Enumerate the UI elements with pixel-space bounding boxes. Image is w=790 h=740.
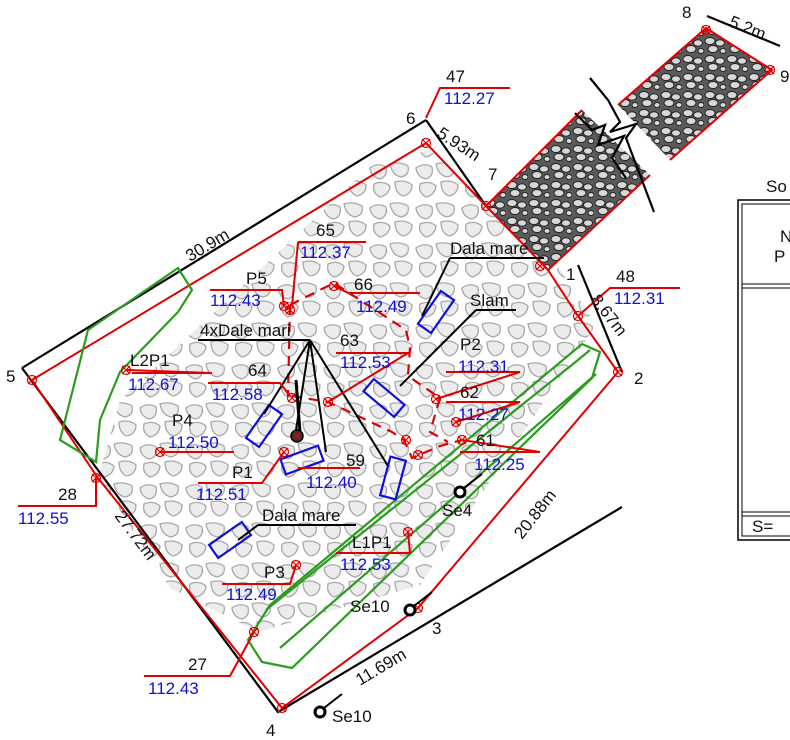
elev-name: 65 [316, 221, 335, 240]
elev-name: 59 [346, 451, 365, 470]
table-row-n: N [780, 227, 790, 246]
elev-value: 112.53 [340, 555, 391, 574]
elev-value: 112.27 [444, 89, 495, 108]
point-label-8: 8 [682, 3, 691, 22]
label-slam: Slam [470, 291, 509, 310]
elev-name: 61 [476, 431, 495, 450]
point-label-6: 6 [406, 109, 415, 128]
point-label-5: 5 [6, 367, 15, 386]
elev-name: P2 [460, 335, 481, 354]
elev-value: 112.31 [614, 289, 665, 308]
elev-name: P5 [246, 269, 267, 288]
leader-lines [198, 257, 544, 541]
elev-name: 48 [616, 267, 635, 286]
dim-2-3: 20.88m [510, 486, 560, 542]
label-se4: Se4 [442, 501, 472, 520]
elev-name: 62 [460, 383, 479, 402]
elev-value: 112.25 [474, 455, 525, 474]
label-dala-mare-bottom: Dala mare [262, 506, 340, 525]
label-se10-a: Se10 [350, 597, 390, 616]
elev-value: 112.49 [226, 585, 277, 604]
side-table [737, 199, 790, 541]
label-dala-mare-top: Dala mare [450, 239, 528, 258]
elev-value: 112.51 [196, 485, 247, 504]
elev-value: 112.53 [340, 353, 391, 372]
dim-8-9: 5.2m [727, 12, 769, 44]
elevation-leaders [18, 87, 680, 677]
elev-name: 47 [446, 67, 465, 86]
elev-value: 112.40 [306, 473, 357, 492]
elev-value: 112.55 [18, 509, 69, 528]
elev-name: P3 [264, 563, 285, 582]
table-title-fragment: So [766, 177, 787, 196]
elev-value: 112.43 [148, 679, 199, 698]
point-label-1: 1 [566, 265, 575, 284]
elev-value: 112.27 [458, 405, 509, 424]
elev-name: 28 [58, 485, 77, 504]
point-label-4: 4 [266, 721, 275, 740]
elev-name: 27 [188, 655, 207, 674]
elev-value: 112.43 [210, 291, 261, 310]
elev-name: 64 [248, 361, 267, 380]
elev-value: 112.31 [458, 357, 509, 376]
elev-name: 63 [340, 331, 359, 350]
table-footer: S= [752, 517, 773, 536]
label-se10-b: Se10 [332, 707, 372, 726]
elev-value: 112.67 [128, 375, 179, 394]
green-strip-left [58, 266, 194, 464]
elev-value: 112.49 [356, 297, 407, 316]
elev-name: P4 [172, 411, 193, 430]
table-row-p: P [774, 247, 785, 266]
dim-5-6: 30.9m [182, 225, 232, 266]
elev-value: 112.58 [212, 385, 263, 404]
driveway-upper [618, 28, 772, 160]
label-dale-mari: 4xDale mari [200, 321, 291, 340]
driveway-lower [486, 110, 650, 270]
elev-name: L2P1 [130, 351, 170, 370]
point-label-2: 2 [634, 369, 643, 388]
point-label-9: 9 [780, 67, 789, 86]
break-line [589, 77, 656, 213]
point-label-3: 3 [432, 619, 441, 638]
elev-name: L1P1 [352, 533, 392, 552]
property-boundary [30, 141, 620, 710]
elev-name: P1 [232, 463, 253, 482]
green-strip-bottom [246, 342, 602, 670]
se-symbols [313, 473, 483, 719]
elev-value: 112.37 [300, 243, 351, 262]
point-label-7: 7 [488, 165, 497, 184]
elev-value: 112.50 [168, 433, 219, 452]
elev-name: 66 [354, 275, 373, 294]
